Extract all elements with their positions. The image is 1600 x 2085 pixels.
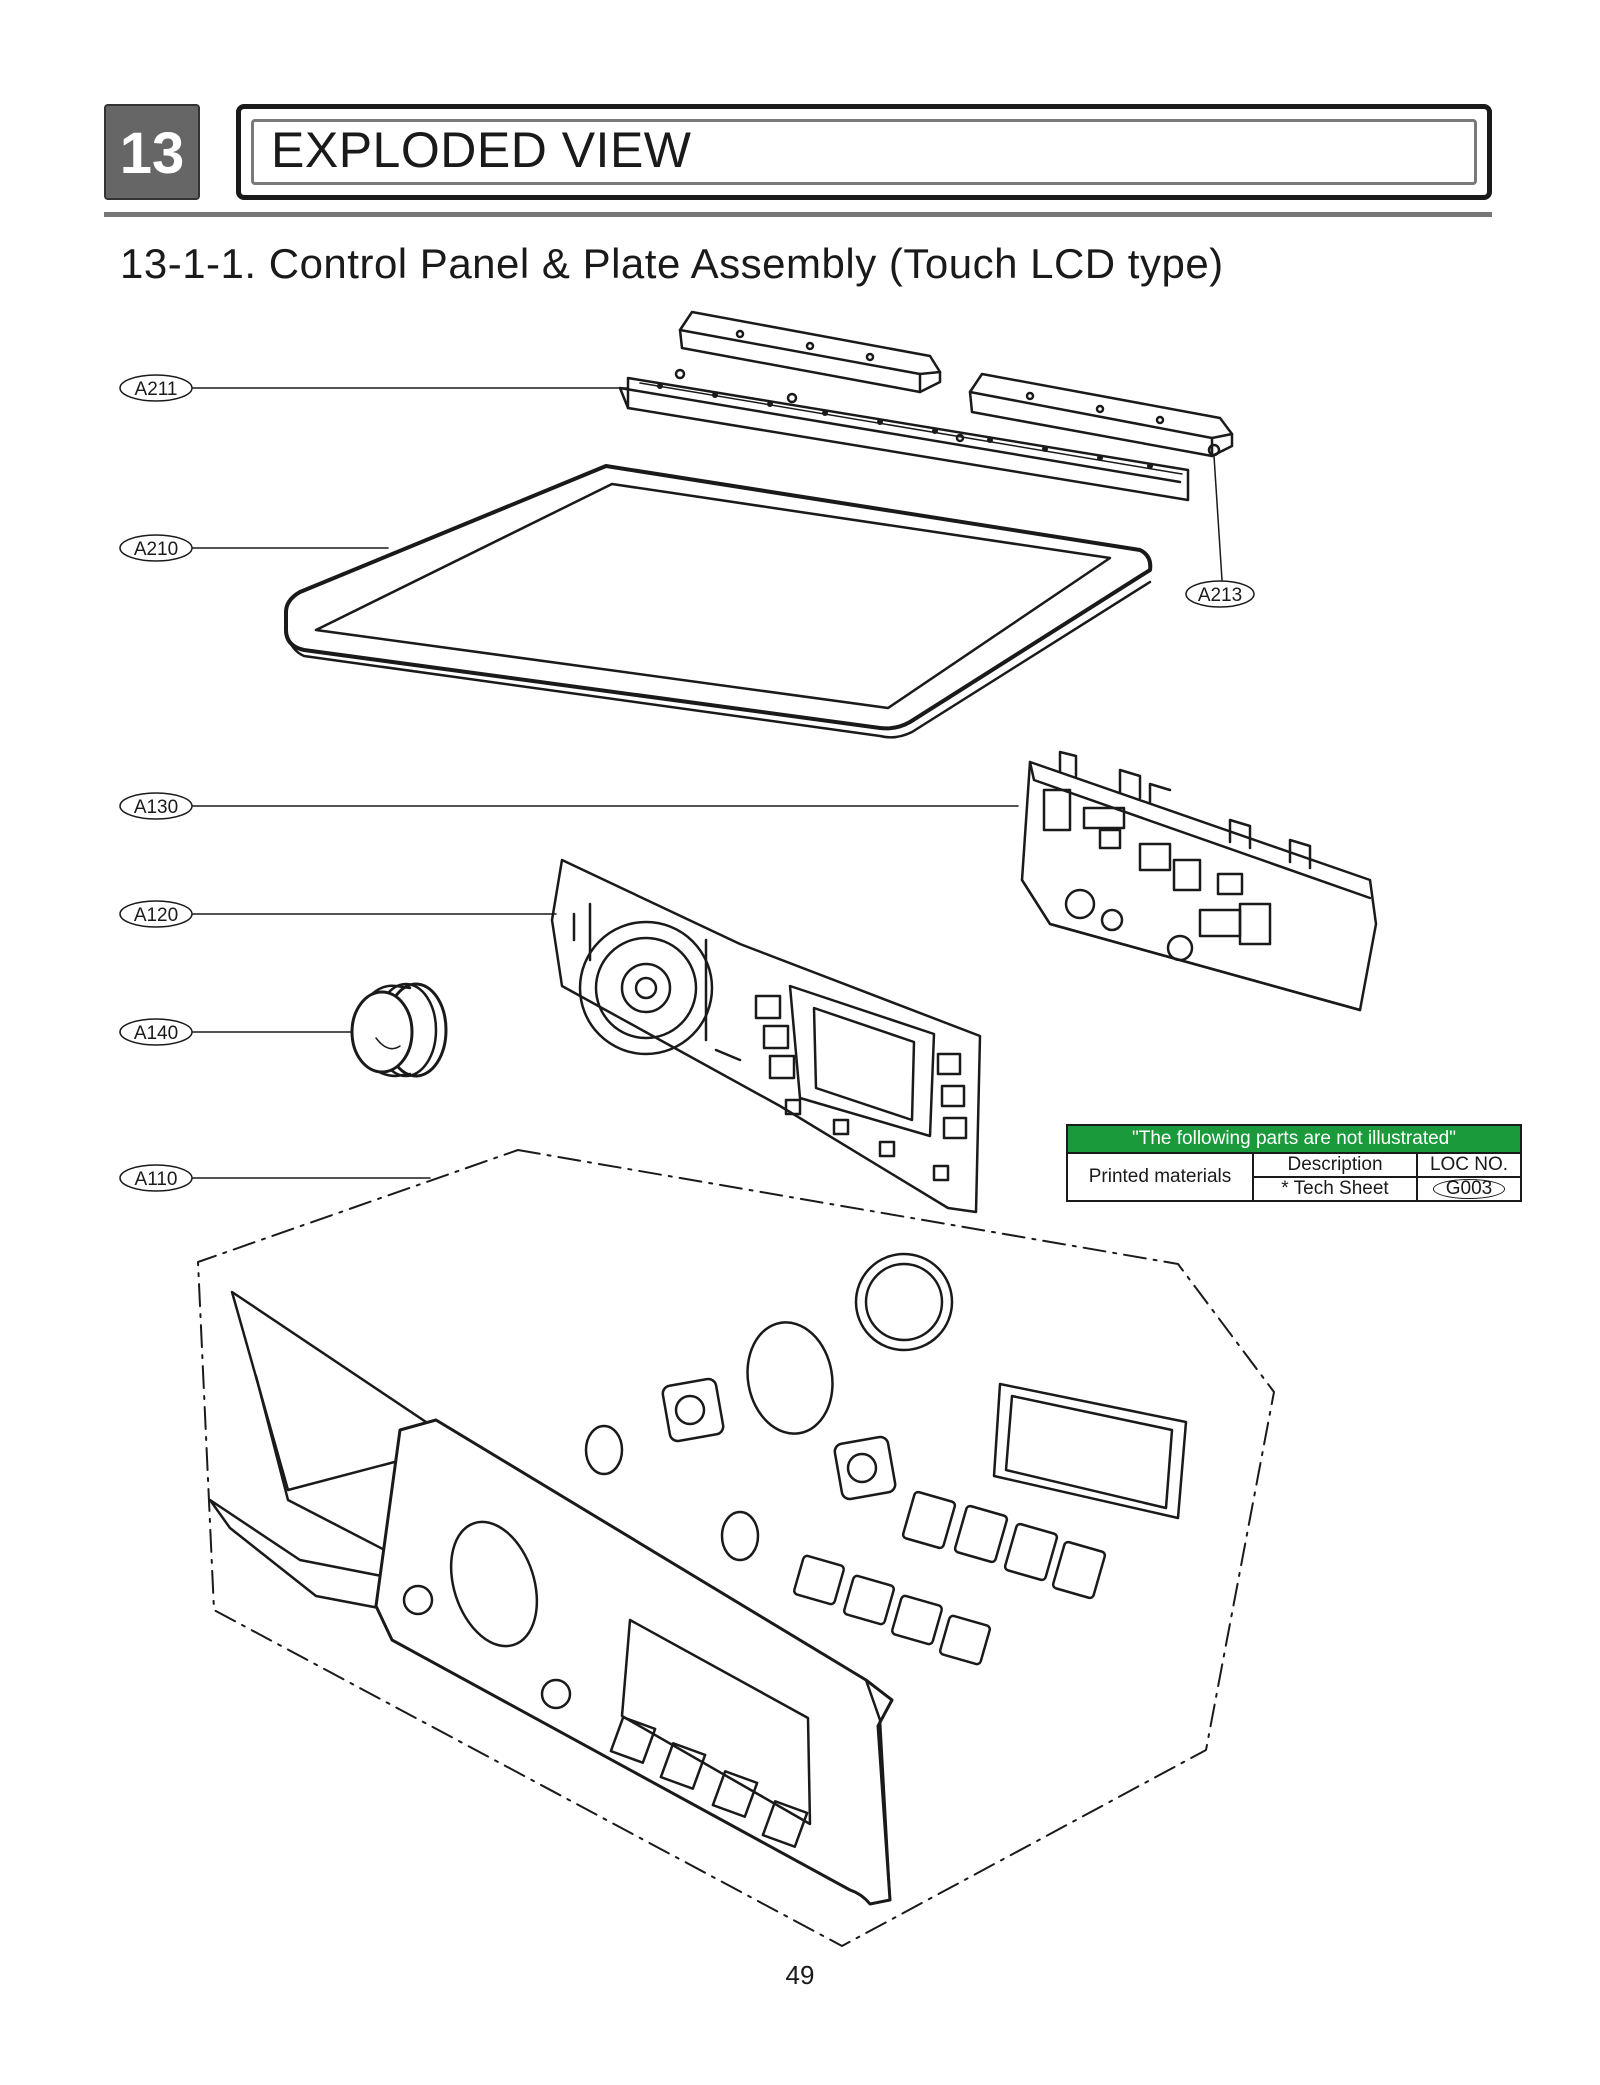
- header-rule: [104, 212, 1492, 217]
- callout-labels: A211 A210 A213 A130 A120 A140 A110: [119, 374, 1255, 1192]
- callout-a213: A213: [1185, 580, 1255, 608]
- svg-text:A140: A140: [134, 1023, 178, 1044]
- title-inner-frame: [251, 119, 1477, 185]
- loc-no-header: LOC NO.: [1429, 1154, 1509, 1175]
- page-title: EXPLODED VIEW: [271, 122, 692, 178]
- part-a213-brackets: [678, 310, 1234, 458]
- part-a120-display-board: [550, 858, 982, 1214]
- page-number: 49: [785, 1960, 815, 1990]
- callout-a130: A130: [119, 792, 193, 820]
- panel-loose-parts: [584, 1252, 1188, 1666]
- callout-a140: A140: [119, 1018, 193, 1046]
- not-illustrated-table: "The following parts are not illustrated…: [1066, 1124, 1522, 1202]
- table-header-row: Description LOC NO.: [1254, 1154, 1520, 1176]
- callout-leaders: [191, 387, 1223, 1179]
- loc-no-cell: G003: [1418, 1178, 1520, 1200]
- not-illustrated-header: "The following parts are not illustrated…: [1068, 1126, 1520, 1154]
- not-illustrated-body: Printed materials Description LOC NO. * …: [1068, 1154, 1520, 1200]
- title-box: EXPLODED VIEW: [236, 104, 1492, 200]
- table-row: * Tech Sheet G003: [1254, 1176, 1520, 1200]
- svg-text:A211: A211: [135, 379, 178, 400]
- callout-a120: A120: [119, 900, 193, 928]
- part-a130-pcb-housing: [1020, 750, 1378, 1012]
- part-a110-control-panel: [208, 1290, 894, 1906]
- section-subtitle: 13-1-1. Control Panel & Plate Assembly (…: [120, 240, 1224, 287]
- svg-text:A213: A213: [1198, 585, 1242, 606]
- svg-text:A110: A110: [135, 1169, 178, 1190]
- part-a210-frame: [284, 464, 1153, 739]
- printed-materials-label: Printed materials: [1068, 1154, 1254, 1200]
- svg-text:A120: A120: [134, 905, 178, 926]
- not-illustrated-columns: Description LOC NO. * Tech Sheet G003: [1254, 1154, 1520, 1200]
- callout-a211: A211: [119, 374, 193, 402]
- part-a140-knob: [350, 982, 448, 1078]
- loc-no-value: G003: [1432, 1179, 1506, 1199]
- description-header: Description: [1254, 1154, 1418, 1176]
- callout-a210: A210: [119, 534, 193, 562]
- callout-a110: A110: [119, 1164, 193, 1192]
- tech-sheet-description: * Tech Sheet: [1254, 1178, 1418, 1200]
- svg-text:A210: A210: [134, 539, 178, 560]
- section-number: 13: [104, 104, 200, 200]
- svg-text:A130: A130: [134, 797, 178, 818]
- part-a110-boundary: [197, 1149, 1275, 1947]
